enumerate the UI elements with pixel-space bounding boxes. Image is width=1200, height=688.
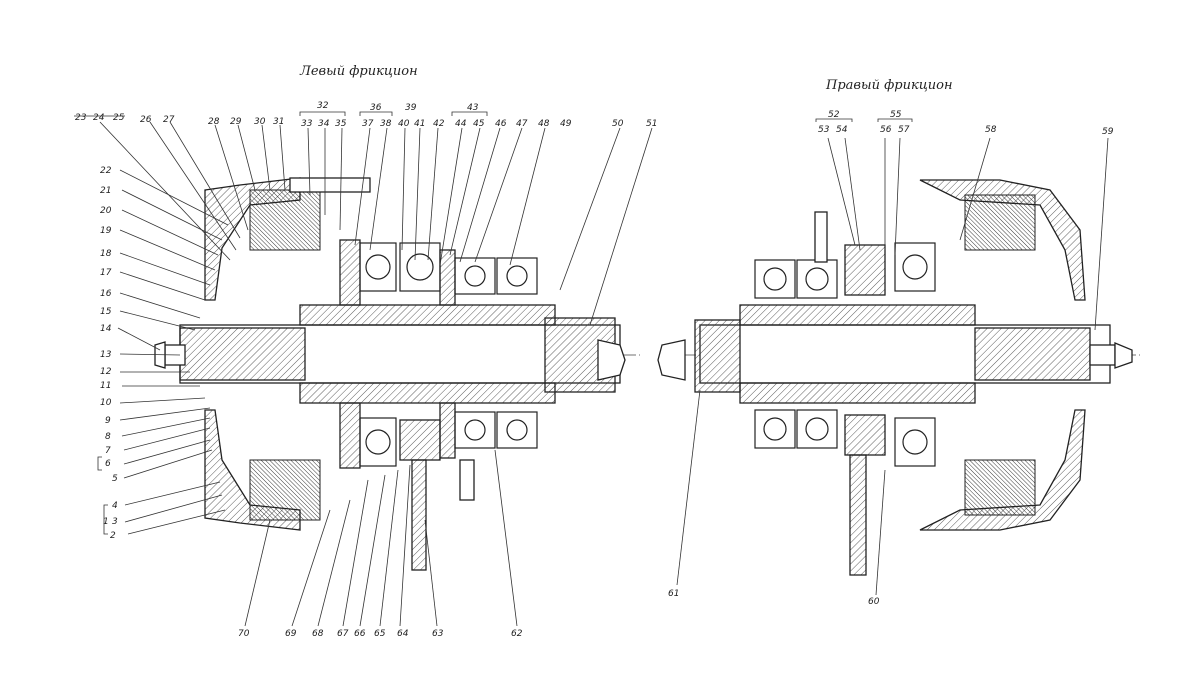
label-58: 58 [985,125,997,135]
label-1: 1 [103,517,109,527]
label-10: 10 [100,398,112,408]
label-68: 68 [312,629,324,639]
label-53: 53 [818,125,830,135]
label-17: 17 [100,268,112,278]
label-11: 11 [100,381,111,391]
label-23: 23 [75,113,87,123]
label-35: 35 [335,119,347,129]
label-60: 60 [868,597,880,607]
label-45: 45 [473,119,485,129]
label-40: 40 [398,119,410,129]
label-4: 4 [112,501,118,511]
label-38: 38 [380,119,392,129]
label-70: 70 [238,629,250,639]
label-61: 61 [668,589,679,599]
left-clutch-assembly [154,177,640,571]
label-12: 12 [100,367,112,377]
label-18: 18 [100,249,112,259]
label-44: 44 [455,119,467,129]
label-56: 56 [880,125,892,135]
label-27: 27 [163,115,175,125]
label-66: 66 [354,629,366,639]
label-69: 69 [285,629,297,639]
label-2: 2 [110,531,116,541]
label-24: 24 [93,113,105,123]
label-9: 9 [105,416,111,426]
lower-bearings [359,411,538,467]
label-55: 55 [890,110,902,120]
label-13: 13 [100,350,112,360]
label-30: 30 [254,117,266,127]
left-clutch-title: Левый фрикцион [299,64,418,79]
label-47: 47 [516,119,528,129]
label-59: 59 [1102,127,1114,137]
label-26: 26 [140,115,152,125]
right-upper-bearings [754,242,936,299]
label-32: 32 [317,101,329,111]
label-65: 65 [374,629,386,639]
label-33: 33 [301,119,313,129]
label-39: 39 [405,103,417,113]
label-5: 5 [112,474,118,484]
label-41: 41 [414,119,425,129]
label-16: 16 [100,289,112,299]
label-29: 29 [230,117,242,127]
label-group-brackets [74,111,913,535]
label-8: 8 [105,432,111,442]
label-14: 14 [100,324,112,334]
label-22: 22 [100,166,112,176]
label-48: 48 [538,119,550,129]
label-19: 19 [100,226,112,236]
label-21: 21 [100,186,111,196]
label-57: 57 [898,125,910,135]
label-49: 49 [560,119,572,129]
label-51: 51 [646,119,657,129]
label-46: 46 [495,119,507,129]
label-3: 3 [112,517,118,527]
label-42: 42 [433,119,445,129]
label-52: 52 [828,110,840,120]
right-clutch-assembly [657,179,1140,576]
right-clutch-title: Правый фрикцион [825,78,953,93]
right-lower-bearings [754,409,936,467]
label-37: 37 [362,119,374,129]
label-63: 63 [432,629,444,639]
label-54: 54 [836,125,848,135]
leader-lines [99,121,1109,627]
label-6: 6 [105,459,111,469]
label-62: 62 [511,629,523,639]
label-31: 31 [273,117,284,127]
label-50: 50 [612,119,624,129]
label-7: 7 [105,446,111,456]
label-25: 25 [113,113,125,123]
label-67: 67 [337,629,349,639]
label-36: 36 [370,103,382,113]
label-64: 64 [397,629,409,639]
label-20: 20 [100,206,112,216]
label-28: 28 [208,117,220,127]
label-15: 15 [100,307,112,317]
label-43: 43 [467,103,479,113]
label-34: 34 [318,119,330,129]
part-number-labels: 2 3 1 4 5 6 7 8 9 10 11 12 13 14 15 16 1… [75,101,1114,639]
